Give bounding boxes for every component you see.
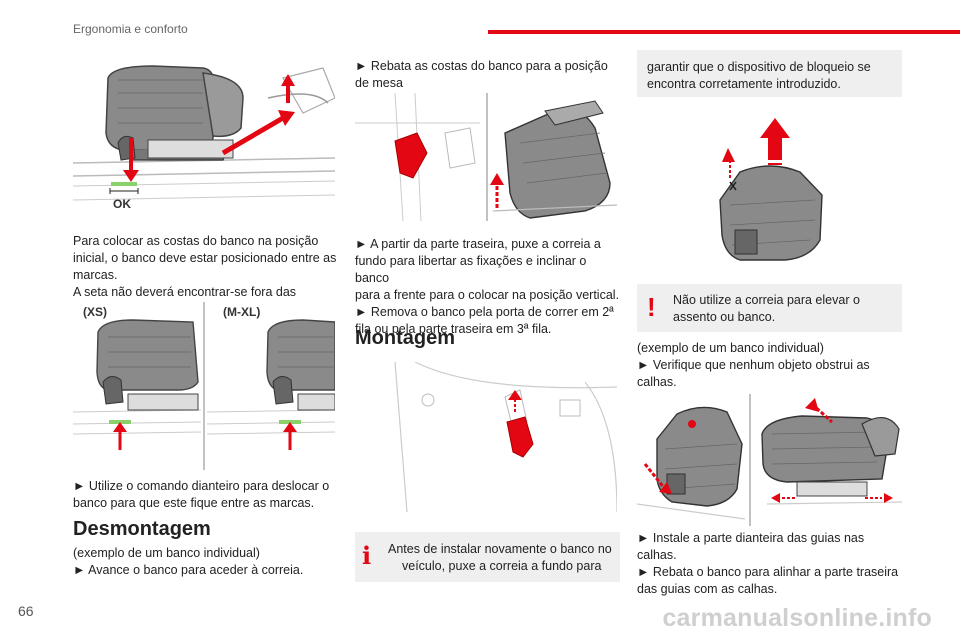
seat-table-position-illustration [355, 93, 617, 221]
warning-icon: ! [647, 292, 656, 322]
col3-paragraph-2: ► Instale a parte dianteira das guias na… [637, 531, 899, 596]
heading-montagem: Montagem [355, 327, 455, 349]
seat-position-ok-illustration: OK [73, 58, 335, 220]
heading-desmontagem: Desmontagem [73, 518, 211, 540]
seat-size-xs-mxl-illustration: (XS) (M-XL) [73, 302, 335, 470]
info-icon: i [362, 541, 372, 570]
seat-install-guides-illustration [637, 394, 902, 526]
ok-label: OK [113, 197, 131, 211]
col2-paragraph-2: ► A partir da parte traseira, puxe a cor… [355, 237, 620, 336]
section-title: Ergonomia e conforto [73, 22, 188, 36]
info-box-continued: garantir que o dispositivo de bloqueio s… [637, 50, 902, 97]
strap-pull-illustration [355, 362, 617, 512]
col1-paragraph-3: (exemplo de um banco individual) ► Avanc… [73, 546, 304, 577]
mxl-label: (M-XL) [223, 305, 260, 319]
page-number: 66 [18, 603, 34, 619]
info-box-montagem: i Antes de instalar novamente o banco no… [355, 532, 620, 582]
col2-paragraph-1: ► Rebata as costas do banco para a posiç… [355, 59, 608, 90]
xs-label: (XS) [83, 305, 107, 319]
col3-paragraph-1: (exemplo de um banco individual) ► Verif… [637, 341, 870, 389]
warning-box: ! Não utilize a correia para elevar o as… [637, 284, 902, 332]
col1-paragraph-2: ► Utilize o comando dianteiro para deslo… [73, 479, 330, 510]
watermark: carmanualsonline.info [662, 604, 932, 632]
header-accent-bar [488, 30, 960, 34]
seat-lift-illustration [700, 110, 840, 270]
